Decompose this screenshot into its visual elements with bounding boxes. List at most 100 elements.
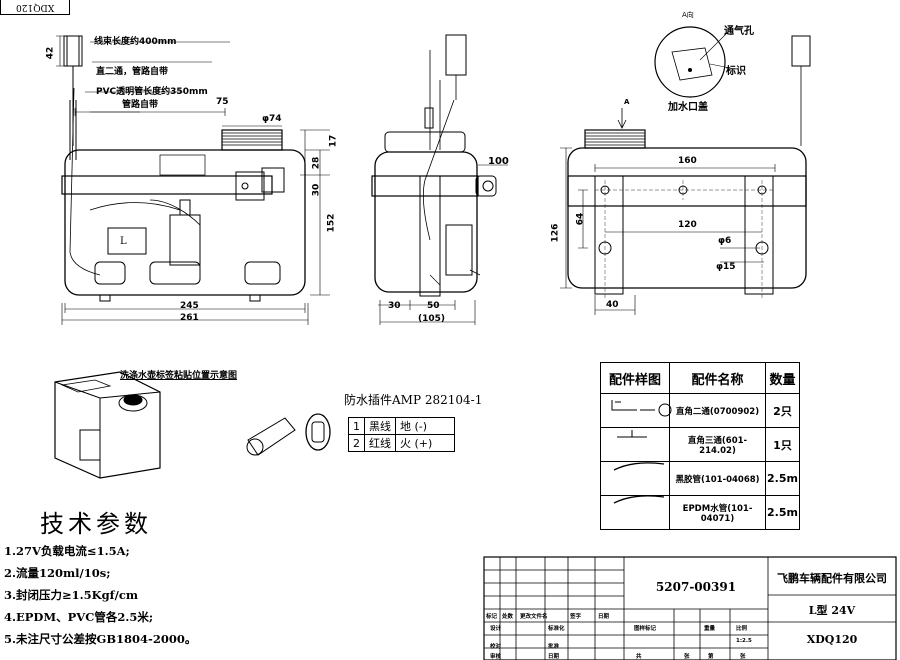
parts-sample <box>600 495 670 530</box>
front-view <box>56 35 330 325</box>
parts-qty: 2.5m <box>765 495 800 530</box>
dim-64: 64 <box>575 212 586 226</box>
dim-phi74: φ74 <box>262 114 282 124</box>
parts-name: 黑胶管(101-04068) <box>669 461 766 496</box>
tb-cell: 标准化 <box>548 626 565 632</box>
connector-sketch <box>246 413 331 456</box>
pvc-note-1: PVC透明管长度约350mm <box>96 87 208 97</box>
tech-item: 3.封闭压力≥1.5Kgf/cm <box>4 588 139 602</box>
tb-cell: 张 <box>740 654 746 660</box>
tb-cell: 签字 <box>570 614 582 620</box>
connector-row: 2 红线 火 (+) <box>348 434 455 452</box>
parts-row: 直角三通(601-214.02) 1只 <box>600 427 800 462</box>
parts-header-sample: 配件样图 <box>600 362 670 394</box>
parts-name: 直角三通(601-214.02) <box>669 427 766 462</box>
dim-phi15: φ15 <box>716 262 736 272</box>
dim-30-side: 30 <box>388 301 401 311</box>
drawing-number: 5207-00391 <box>655 580 737 594</box>
parts-name: 直角二通(0700902) <box>669 393 766 428</box>
connector-no: 1 <box>348 417 365 435</box>
tb-cell: 重量 <box>704 626 716 632</box>
detail-caption: 加水口盖 <box>668 102 708 113</box>
tb-cell: 校对 <box>490 644 502 650</box>
tb-cell: 图样标记 <box>634 626 657 632</box>
parts-qty: 2.5m <box>765 461 800 496</box>
title-block-grid <box>483 556 897 660</box>
dim-261: 261 <box>180 313 199 323</box>
parts-sample <box>600 393 670 428</box>
tech-item: 2.流量120ml/10s; <box>4 566 111 580</box>
tech-title: 技术参数 <box>40 510 152 538</box>
parts-header-qty: 数量 <box>765 362 800 394</box>
parts-header-name: 配件名称 <box>669 362 766 394</box>
detail-view <box>654 26 731 98</box>
label-position-title: 洗涤水壶标签粘贴位置示意图 <box>120 371 238 381</box>
straight-note: 直二通，管路自带 <box>96 67 169 77</box>
tb-cell: 处数 <box>502 614 514 620</box>
arrow-label: A <box>624 98 630 106</box>
dim-105: (105) <box>418 314 446 324</box>
parts-header-row: 配件样图 配件名称 数量 <box>600 362 800 394</box>
connector-wire: 黑线 <box>364 417 396 435</box>
tech-item: 5.未注尺寸公差按GB1804-2000。 <box>4 632 197 646</box>
tb-cell: 日期 <box>548 654 560 660</box>
dim-152: 152 <box>326 213 337 233</box>
dim-42: 42 <box>45 46 56 60</box>
parts-qty: 2只 <box>765 393 800 428</box>
tb-cell: 比例 <box>736 626 748 632</box>
parts-name: EPDM水管(101-04071) <box>669 495 766 530</box>
dim-phi6: φ6 <box>718 236 732 246</box>
parts-sample <box>600 427 670 462</box>
dim-28: 28 <box>311 156 322 170</box>
tb-cell: 日期 <box>598 614 610 620</box>
connector-no: 2 <box>348 434 365 452</box>
dim-160: 160 <box>678 156 697 166</box>
model-text: XDQ120 <box>806 633 858 646</box>
tb-cell: 更改文件名 <box>520 614 548 620</box>
tb-cell: 批准 <box>548 644 560 650</box>
vent-label: 通气孔 <box>724 26 754 37</box>
parts-row: 黑胶管(101-04068) 2.5m <box>600 461 800 496</box>
tank-letter: L <box>120 236 127 247</box>
tb-scale: 1:2.5 <box>736 638 752 644</box>
pvc-note-2: 管路自带 <box>122 100 159 110</box>
connector-fn: 地 (-) <box>395 417 455 435</box>
dim-50: 50 <box>427 301 440 311</box>
connector-table: 1 黑线 地 (-) 2 红线 火 (+) <box>348 417 455 452</box>
parts-row: EPDM水管(101-04071) 2.5m <box>600 495 800 530</box>
dim-75: 75 <box>216 97 229 107</box>
tb-cell: 第 <box>708 654 714 660</box>
tb-cell: 审核 <box>490 654 502 660</box>
spec-text: L型 24V <box>808 604 856 617</box>
connector-title: 防水插件AMP 282104-1 <box>344 393 483 407</box>
dim-40: 40 <box>606 300 619 310</box>
label-position-sketch <box>54 371 161 479</box>
tb-cell: 共 <box>636 654 642 660</box>
company-name: 飞鹏车辆配件有限公司 <box>777 572 887 585</box>
dim-120: 120 <box>678 220 697 230</box>
tech-item: 1.27V负载电流≤1.5A; <box>4 544 130 558</box>
dim-30-front: 30 <box>311 183 322 197</box>
parts-qty: 1只 <box>765 427 800 462</box>
tech-list: 1.27V负载电流≤1.5A; 2.流量120ml/10s; 3.封闭压力≥1.… <box>4 540 196 650</box>
tb-cell: 设计 <box>490 626 502 632</box>
connector-row: 1 黑线 地 (-) <box>348 417 455 435</box>
parts-table: 配件样图 配件名称 数量 直角二通(0700902) 2只 直角三通(601-2… <box>600 362 800 530</box>
view-label: A向 <box>682 11 694 19</box>
dim-126: 126 <box>550 223 561 243</box>
corner-label-box: XDQ120 <box>0 0 70 15</box>
parts-row: 直角二通(0700902) 2只 <box>600 393 800 428</box>
dim-245: 245 <box>180 301 199 311</box>
harness-note: 线束长度约400mm <box>94 37 177 47</box>
parts-sample <box>600 461 670 496</box>
dim-17: 17 <box>328 134 339 148</box>
tech-item: 4.EPDM、PVC管各2.5米; <box>4 610 154 624</box>
dim-100: 100 <box>488 156 509 167</box>
mark-label: 标识 <box>726 66 746 77</box>
connector-wire: 红线 <box>364 434 396 452</box>
side-view <box>371 34 508 325</box>
tb-cell: 标记 <box>486 614 498 620</box>
tb-cell: 张 <box>684 654 690 660</box>
rear-view <box>560 35 811 315</box>
connector-fn: 火 (+) <box>395 434 455 452</box>
